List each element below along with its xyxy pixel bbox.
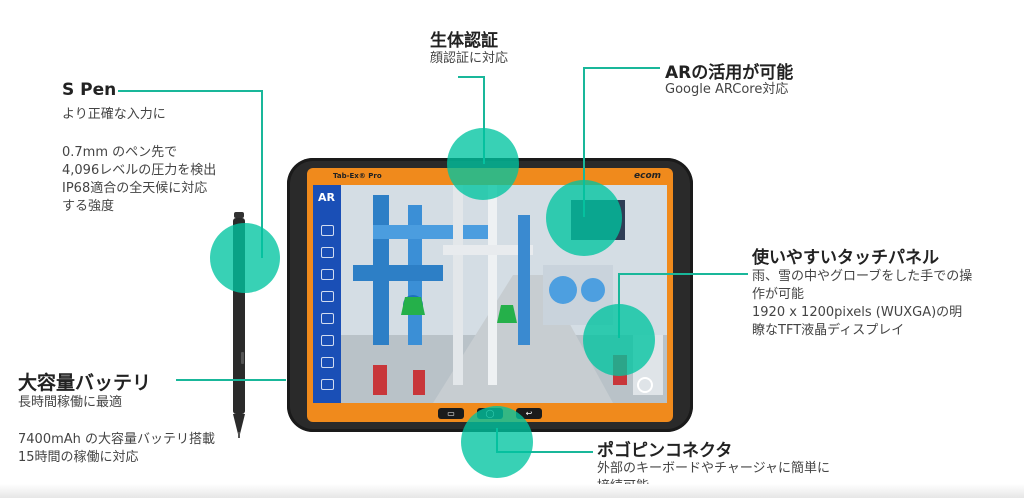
sidebar-info-icon[interactable] bbox=[321, 313, 334, 324]
touch-line-3: 1920 x 1200pixels (WUXGA)の明 bbox=[752, 305, 963, 320]
bio-line-1: 顔認証に対応 bbox=[430, 51, 509, 66]
model-label: Tab-Ex® Pro bbox=[333, 172, 382, 180]
pogo-title: ポゴピンコネクタ bbox=[597, 441, 733, 461]
spen-line-5: IP68適合の全天候に対応 bbox=[62, 181, 208, 196]
spen-line-4: 4,096レベルの圧力を検出 bbox=[62, 163, 217, 178]
spen-highlight-dot bbox=[210, 223, 280, 293]
battery-line-3: 7400mAh の大容量バッテリ搭載 bbox=[18, 432, 216, 447]
bottom-fade bbox=[0, 484, 1024, 498]
touch-line-2: 作が可能 bbox=[752, 287, 805, 302]
tablet-brand-bar: Tab-Ex® Pro ecom bbox=[307, 168, 673, 184]
bio-connector-h bbox=[458, 76, 484, 78]
battery-line-4: 15時間の稼働に対応 bbox=[18, 450, 139, 465]
battery-line-1: 長時間稼働に最適 bbox=[18, 395, 123, 410]
sidebar-home-icon[interactable] bbox=[321, 379, 334, 390]
pogo-connector-h bbox=[496, 451, 593, 453]
battery-title: 大容量バッテリ bbox=[18, 372, 152, 394]
app-sidebar: AR bbox=[313, 185, 341, 403]
ar-connector-h bbox=[583, 67, 660, 69]
app-ar-label: AR bbox=[318, 191, 335, 204]
spen-line-3: 0.7mm のペン先で bbox=[62, 145, 178, 160]
sidebar-scan-icon[interactable] bbox=[321, 247, 334, 258]
recent-apps-icon[interactable]: ▭ bbox=[438, 408, 464, 419]
brand-logo: ecom bbox=[634, 171, 661, 181]
spen-connector-v bbox=[261, 90, 263, 258]
bio-connector-v bbox=[483, 76, 485, 164]
touch-title: 使いやすいタッチパネル bbox=[752, 248, 939, 268]
ar-title: ARの活用が可能 bbox=[665, 63, 794, 83]
spen-line-6: する強度 bbox=[62, 199, 115, 214]
bio-highlight-dot bbox=[447, 128, 519, 200]
spen-line-1: より正確な入力に bbox=[62, 107, 166, 122]
spen-connector-h bbox=[118, 90, 262, 92]
sidebar-share-icon[interactable] bbox=[321, 357, 334, 368]
touch-line-4: 瞭なTFT液晶ディスプレイ bbox=[752, 323, 905, 338]
touch-line-1: 雨、雪の中やグローブをした手での操 bbox=[752, 269, 973, 284]
touch-connector-h bbox=[618, 273, 748, 275]
ar-connector-v bbox=[583, 67, 585, 217]
sidebar-menu-icon[interactable] bbox=[321, 225, 334, 236]
sidebar-layers-icon[interactable] bbox=[321, 269, 334, 280]
spen-title: S Pen bbox=[62, 80, 117, 100]
battery-connector-h bbox=[176, 379, 286, 381]
back-icon[interactable]: ↩ bbox=[516, 408, 542, 419]
ar-line-1: Google ARCore対応 bbox=[665, 82, 789, 97]
bio-title: 生体認証 bbox=[430, 31, 498, 51]
sidebar-settings-icon[interactable] bbox=[321, 291, 334, 302]
sidebar-edit-icon[interactable] bbox=[321, 335, 334, 346]
pogo-highlight-dot bbox=[461, 406, 533, 478]
pogo-line-1: 外部のキーボードやチャージャに簡単に bbox=[597, 461, 830, 476]
ar-highlight-dot bbox=[546, 180, 622, 256]
touch-highlight-dot bbox=[583, 304, 655, 376]
